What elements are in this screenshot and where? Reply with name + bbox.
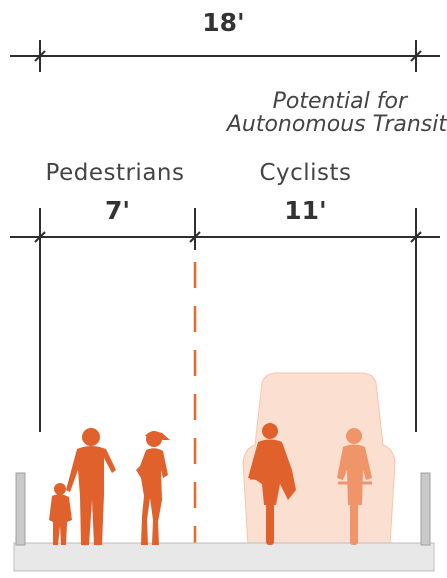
- overall-dimension: [10, 40, 440, 72]
- zone-title-pedestrians: Pedestrians: [45, 160, 185, 186]
- zone-width-pedestrians: 7': [104, 196, 131, 225]
- zone-dimension: [10, 208, 440, 432]
- pedestrian-child-icon: [49, 483, 72, 545]
- left-curb: [15, 472, 26, 546]
- pedestrian-adult-icon: [66, 428, 116, 545]
- zone-width-cyclists: 11': [284, 196, 327, 225]
- overall-width-label: 18': [202, 8, 245, 37]
- pedestrian-runner-icon: [136, 431, 170, 545]
- cyclist-front-icon: [248, 423, 296, 545]
- cyclist-back-icon: [337, 428, 372, 545]
- right-curb: [420, 472, 431, 546]
- zone-title-cyclists: Cyclists: [259, 160, 352, 186]
- transit-note: Potential for Autonomous Transit: [227, 90, 447, 136]
- ground-slab: [13, 542, 435, 572]
- transit-note-line2: Autonomous Transit: [226, 112, 447, 137]
- transit-note-line1: Potential for: [272, 89, 407, 114]
